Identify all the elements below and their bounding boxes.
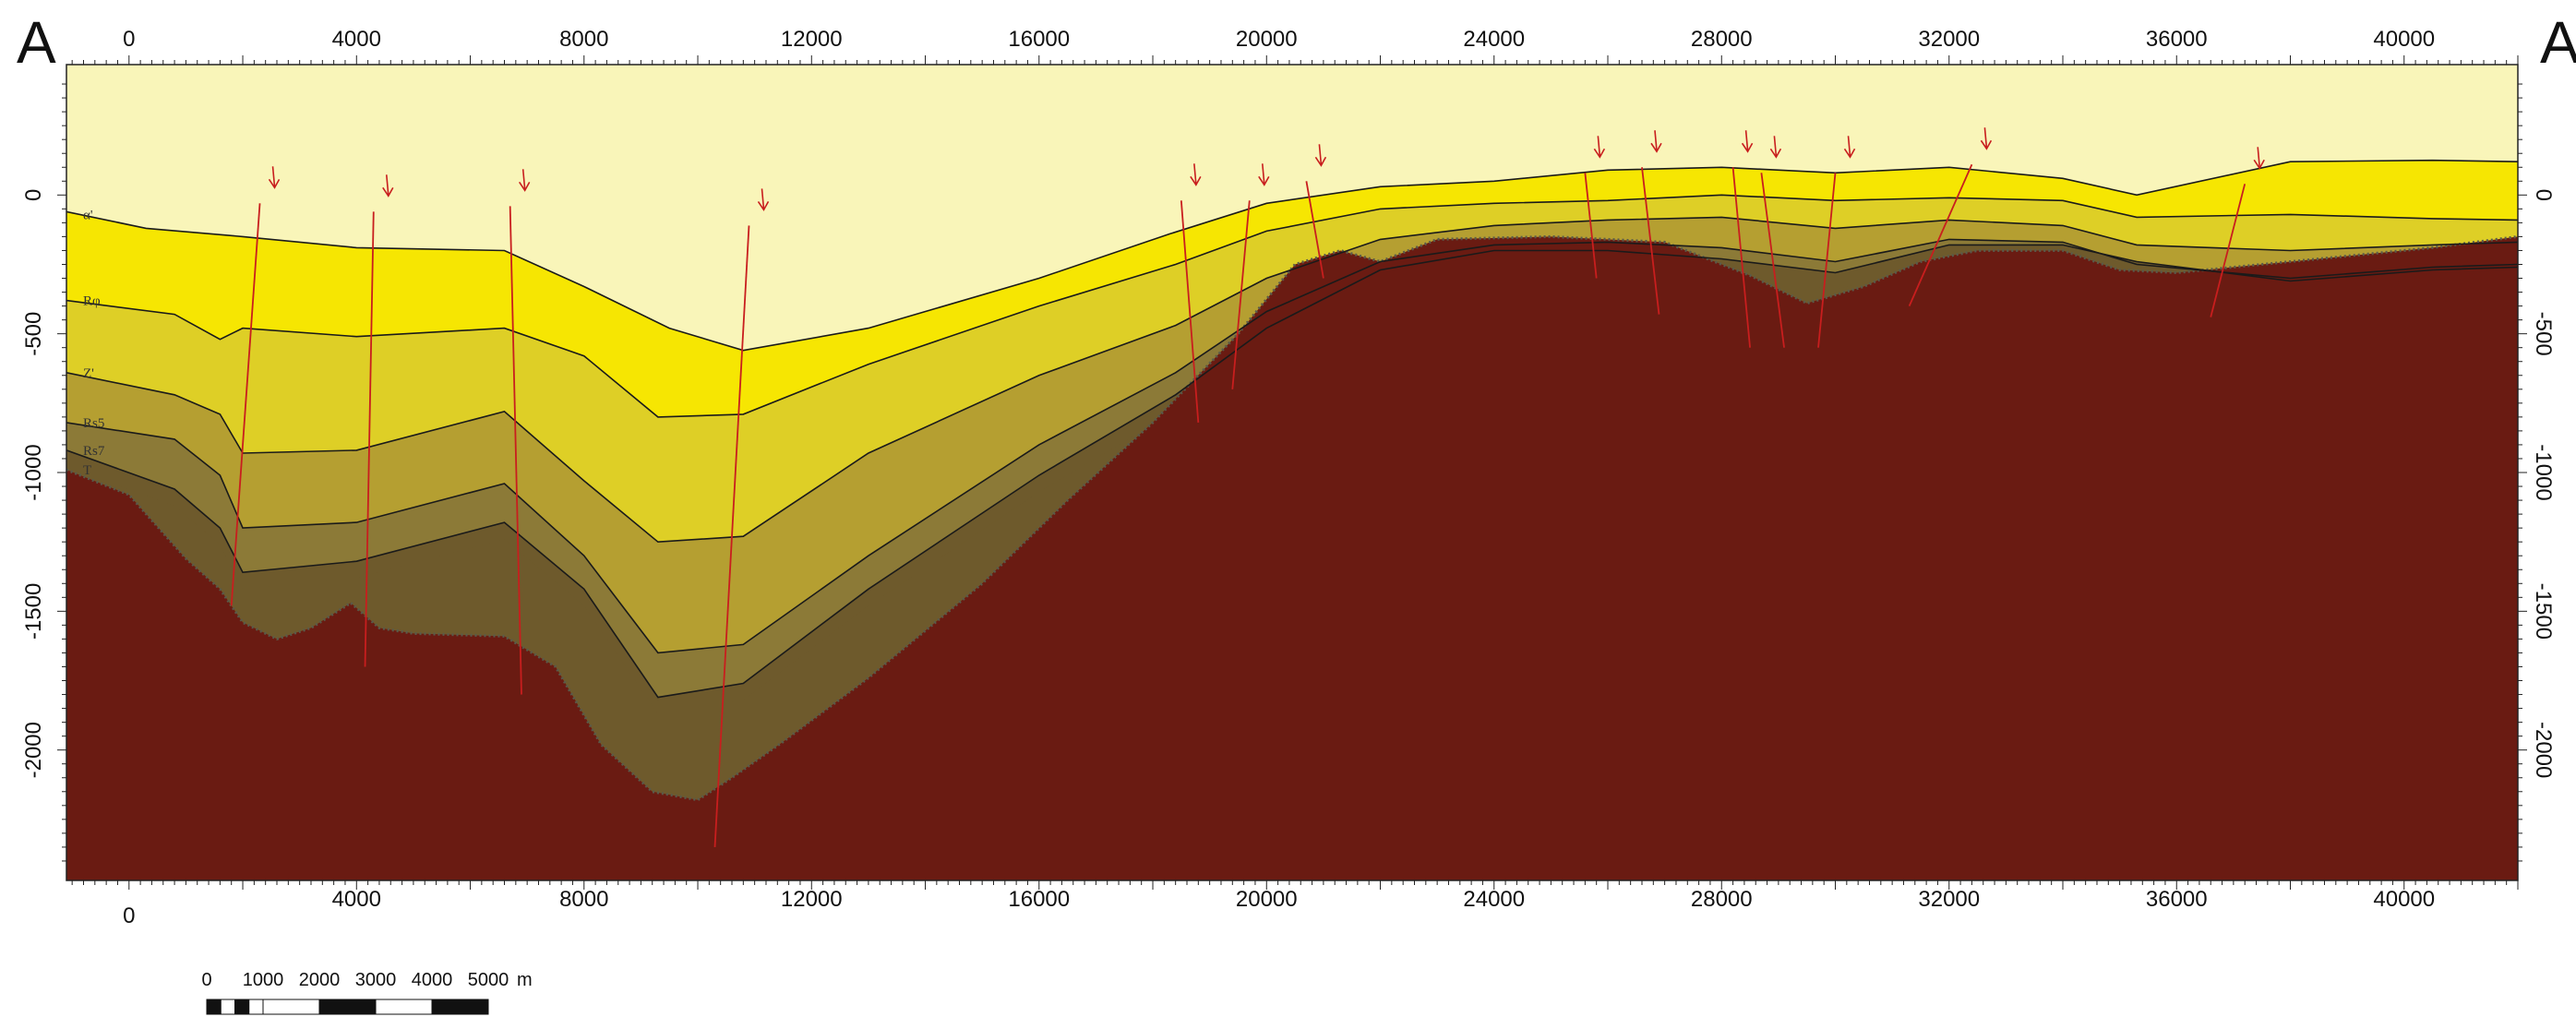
- fault-arrow-1: [268, 166, 281, 189]
- top-x-tick-label: 4000: [332, 27, 381, 52]
- right-y-tick-label: -2000: [2531, 722, 2556, 778]
- top-x-axis: 0 4000 8000 12000 16000 20000 24000 28000 32000 3…: [123, 27, 2435, 52]
- left-y-tick-label: 0: [21, 189, 46, 201]
- left-y-axis: 0 -500 -1000 -1500 -2000: [21, 189, 46, 779]
- horizon-line-4: [66, 238, 2518, 654]
- right-y-tick-label: -1000: [2531, 444, 2556, 500]
- scale-bar: 0 1000 2000 3000 4000 5000 m: [201, 970, 533, 1015]
- fault-arrow-6: [1258, 163, 1270, 186]
- bottom-x-axis: 0 4000 8000 12000 16000 20000 24000 28000 32000 3…: [123, 887, 2435, 928]
- unconformity-line: [66, 234, 2518, 802]
- bottom-x-tick-label: 0: [123, 903, 135, 928]
- scale-bar-label: 4000: [412, 970, 453, 990]
- layer-label-1: α': [83, 208, 93, 222]
- fault-1: [230, 203, 261, 606]
- scale-bar-label: 5000: [468, 970, 509, 990]
- fault-2: [364, 211, 375, 667]
- fault-3: [509, 206, 522, 695]
- strata-layers: [66, 65, 2518, 880]
- fault-arrow-5: [1190, 163, 1202, 186]
- bottom-x-tick-label: 8000: [559, 887, 608, 912]
- bottom-x-tick-label: 12000: [781, 887, 843, 912]
- bottom-x-tick-label: 16000: [1008, 887, 1070, 912]
- top-x-tick-label: 24000: [1463, 27, 1525, 52]
- bottom-x-tick-label: 36000: [2146, 887, 2208, 912]
- fault-5: [1180, 200, 1200, 423]
- fault-arrow-8: [1593, 136, 1606, 159]
- top-x-tick-label: 36000: [2146, 27, 2208, 52]
- fault-arrow-9: [1650, 130, 1662, 153]
- horizon-line-5: [66, 244, 2518, 699]
- top-x-tick-label: 32000: [1918, 27, 1980, 52]
- fault-lines: [230, 163, 2247, 847]
- bottom-x-tick-label: 40000: [2373, 887, 2435, 912]
- fault-arrow-11: [1769, 136, 1782, 159]
- left-y-tick-label: -1500: [21, 583, 46, 640]
- fault-14: [2210, 184, 2247, 317]
- top-x-tick-label: 20000: [1236, 27, 1298, 52]
- fault-13: [1908, 163, 1973, 306]
- fault-arrow-14: [2253, 147, 2265, 170]
- scale-bar-unit: m: [517, 970, 533, 990]
- bottom-x-tick-label: 32000: [1918, 887, 1980, 912]
- fault-4: [713, 225, 750, 847]
- layer-label-6: T: [83, 463, 91, 478]
- right-y-tick-label: -1500: [2531, 583, 2556, 640]
- scale-bar-label: 1000: [243, 970, 284, 990]
- fault-arrow-3: [519, 169, 531, 192]
- top-x-tick-label: 28000: [1691, 27, 1753, 52]
- fault-arrow-7: [1314, 144, 1327, 167]
- scale-bar-label: 0: [201, 970, 211, 990]
- right-y-tick-label: 0: [2531, 189, 2556, 201]
- bottom-x-tick-label: 24000: [1463, 887, 1525, 912]
- layer-label-2: Rφ: [83, 294, 101, 309]
- fault-8: [1584, 173, 1598, 279]
- left-y-tick-label: -500: [21, 312, 46, 356]
- fault-11: [1760, 173, 1785, 348]
- left-y-tick-label: -1000: [21, 444, 46, 500]
- scale-bar-label: 3000: [355, 970, 397, 990]
- section-start-label: A: [17, 9, 56, 76]
- top-x-tick-label: 40000: [2373, 27, 2435, 52]
- left-y-tick-label: -2000: [21, 722, 46, 778]
- layer-label-3: Z': [83, 366, 94, 381]
- right-y-tick-label: -500: [2531, 312, 2556, 356]
- layer-label-4: Rs5: [83, 416, 104, 431]
- bottom-x-tick-label: 4000: [332, 887, 381, 912]
- fault-arrows: [268, 127, 2265, 211]
- fault-10: [1731, 167, 1751, 348]
- top-x-tick-label: 0: [123, 27, 135, 52]
- right-y-axis: 0 -500 -1000 -1500 -2000: [2531, 189, 2556, 779]
- basement: [66, 236, 2518, 880]
- fault-arrow-13: [1980, 127, 1993, 150]
- top-x-tick-label: 12000: [781, 27, 843, 52]
- fault-9: [1641, 167, 1660, 315]
- horizon-line-1: [66, 159, 2518, 352]
- fault-7: [1305, 181, 1324, 279]
- layer-label-5: Rs7: [83, 444, 105, 459]
- fault-arrow-2: [382, 174, 394, 197]
- bottom-x-tick-label: 28000: [1691, 887, 1753, 912]
- fault-12: [1817, 173, 1837, 348]
- fault-arrow-12: [1843, 136, 1856, 159]
- scale-bar-labels: 0 1000 2000 3000 4000 5000: [201, 970, 509, 990]
- scale-bar-segments: [206, 999, 489, 1015]
- fault-arrow-10: [1741, 130, 1754, 153]
- horizon-line-2: [66, 194, 2518, 418]
- bottom-x-tick-label: 20000: [1236, 887, 1298, 912]
- axis-ticks: [57, 55, 2527, 890]
- horizon-line-3: [66, 216, 2518, 544]
- top-x-tick-label: 8000: [559, 27, 608, 52]
- fault-6: [1231, 200, 1251, 389]
- scale-bar-label: 2000: [299, 970, 341, 990]
- horizon-lines: [66, 159, 2518, 699]
- fault-arrow-4: [757, 188, 770, 211]
- section-end-label: A': [2540, 9, 2576, 76]
- top-x-tick-label: 16000: [1008, 27, 1070, 52]
